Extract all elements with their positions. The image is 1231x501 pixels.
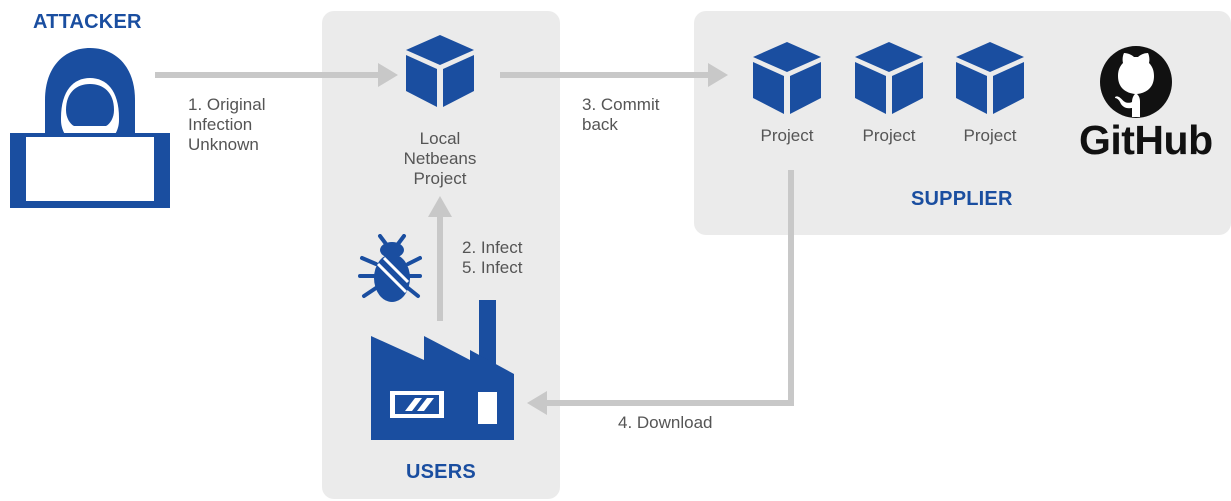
- bug-icon: [358, 234, 422, 302]
- project-cube-icon-3: [956, 42, 1024, 114]
- step3-label: 3. Commit back: [582, 95, 660, 134]
- arrow-download-head: [527, 391, 547, 415]
- factory-icon: [371, 300, 514, 440]
- attacker-heading: ATTACKER: [33, 11, 142, 33]
- supplier-heading: SUPPLIER: [911, 188, 1013, 210]
- arrow-download-horizontal: [545, 400, 794, 406]
- arrow-infect-shaft: [437, 215, 443, 321]
- step4-label: 4. Download: [618, 413, 713, 432]
- arrow-infection-shaft: [155, 72, 380, 78]
- github-octocat-icon: [1100, 46, 1172, 118]
- step2-5-label: 2. Infect 5. Infect: [462, 238, 523, 277]
- project-label-1: Project: [760, 126, 814, 145]
- hacker-icon: [10, 48, 170, 208]
- github-wordmark: GitHub: [1079, 117, 1213, 163]
- local-project-cube-icon: [406, 35, 474, 107]
- arrow-commit-head: [708, 63, 728, 87]
- project-label-2: Project: [862, 126, 916, 145]
- local-project-label: Local Netbeans Project: [403, 129, 477, 188]
- project-cube-icon-1: [753, 42, 821, 114]
- step1-label: 1. Original Infection Unknown: [188, 95, 266, 154]
- project-cube-icon-2: [855, 42, 923, 114]
- arrow-infection-head: [378, 63, 398, 87]
- project-label-3: Project: [963, 126, 1017, 145]
- arrow-infect-head: [428, 196, 452, 217]
- arrow-download-vertical: [788, 170, 794, 406]
- arrow-commit-shaft: [500, 72, 710, 78]
- users-heading: USERS: [406, 461, 476, 483]
